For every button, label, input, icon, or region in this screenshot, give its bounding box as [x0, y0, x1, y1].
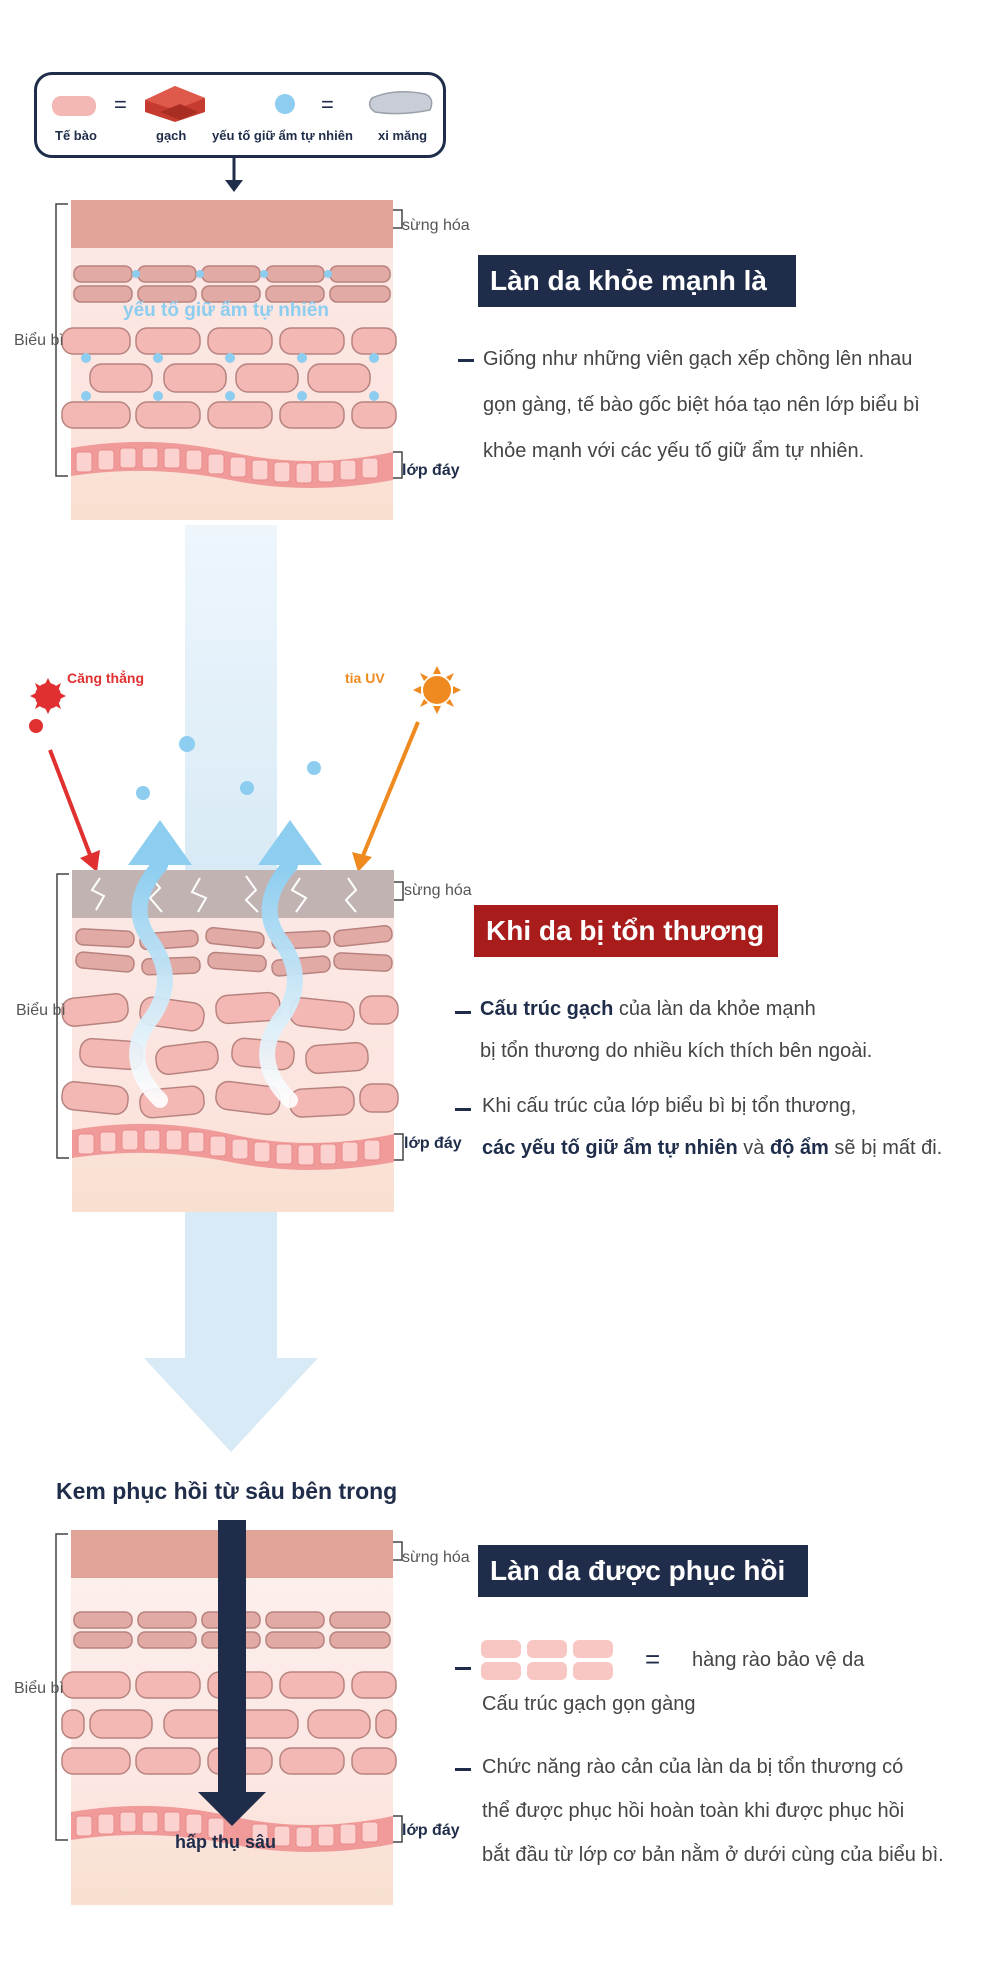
uv-label: tia UV [345, 670, 385, 686]
restored-basal-bracket [393, 1815, 403, 1843]
legend-graphics [52, 86, 433, 192]
barrier-equals: = [645, 1644, 661, 1674]
healthy-description: Giống như những viên gạch xếp chồng lên … [483, 336, 983, 474]
damaged-skin-diagram [29, 666, 461, 1212]
healthy-line-3: khỏe mạnh với các yếu tố giữ ẩm tự nhiên… [483, 440, 865, 462]
restored-line-1: Chức năng rào cản của làn da bị tổn thươ… [482, 1756, 904, 1778]
restored-basal-layer [71, 1805, 393, 1852]
healthy-stratum-label: sừng hóa [402, 217, 470, 234]
damaged-cell-rows [75, 924, 393, 977]
restored-basal-label: lớp đáy [402, 1822, 460, 1839]
healthy-stratum-layer [71, 200, 393, 248]
uv-sun-icon [413, 666, 461, 714]
healthy-dash [458, 359, 474, 362]
legend-equals-2: = [321, 92, 334, 117]
damaged-stratum-label: sừng hóa [404, 882, 472, 899]
healthy-skin-diagram [55, 200, 403, 520]
damaged-dash-1 [455, 1011, 471, 1014]
damaged-stratum-layer [72, 870, 394, 918]
damaged-heading: Khi da bị tổn thương [474, 905, 778, 957]
restored-dash-2 [455, 1768, 471, 1771]
damaged-p1-line-1: Cấu trúc gạch của làn da khỏe mạnh [480, 988, 990, 1030]
restored-epidermis-label: Biểu bì [14, 1680, 64, 1697]
healthy-basal-layer [71, 441, 393, 488]
restored-stratum-bracket [393, 1541, 403, 1561]
legend-cell-label: Tế bào [55, 128, 97, 143]
stress-icon [29, 678, 66, 733]
damaged-stratum-bracket [394, 881, 404, 901]
damaged-p1-rest: của làn da khỏe mạnh [613, 998, 816, 1020]
healthy-epidermis-bracket [55, 203, 68, 477]
stress-arrow [48, 749, 94, 861]
damaged-cells [61, 991, 399, 1119]
damaged-basal-label: lớp đáy [404, 1135, 462, 1152]
healthy-moisture-dots [81, 270, 379, 401]
damaged-description-2: Khi cấu trúc của lớp biểu bì bị tổn thươ… [482, 1085, 1000, 1169]
stress-label: Căng thẳng [67, 670, 144, 686]
moisture-loss-arrows [128, 820, 322, 1108]
healthy-basal-bracket [393, 451, 403, 479]
flow-band-1 [185, 525, 277, 875]
restored-heading: Làn da được phục hồi [478, 1545, 808, 1597]
healthy-epidermis-label: Biểu bì [14, 332, 64, 349]
healthy-cell-rows [73, 265, 391, 303]
moisture-bold: độ ẩm [769, 1137, 829, 1159]
brick-structure-bold: Cấu trúc gạch [480, 998, 614, 1020]
restored-skin-diagram [55, 1520, 403, 1905]
escaping-moisture-dots [136, 736, 321, 800]
legend-moisture-icon [275, 94, 295, 114]
legend-nmf-label: yếu tố giữ ẩm tự nhiên [212, 128, 353, 143]
legend-cement-label: xi măng [378, 128, 428, 143]
restored-stratum-label: sừng hóa [402, 1549, 470, 1566]
uv-arrow [360, 721, 420, 859]
barrier-icon [481, 1640, 613, 1680]
damaged-description-1: Cấu trúc gạch của làn da khỏe mạnh bị tổ… [480, 988, 990, 1072]
damaged-p2-rest: sẽ bị mất đi. [828, 1137, 943, 1159]
restored-dash-1 [455, 1667, 471, 1670]
damaged-epidermis-bracket [56, 873, 69, 1159]
nmf-bold: các yếu tố giữ ẩm tự nhiên [482, 1137, 738, 1159]
deep-absorption-arrow [198, 1520, 266, 1826]
legend-brick-label: gạch [156, 128, 187, 143]
absorb-label: hấp thụ sâu [175, 1832, 277, 1852]
restored-epidermis-bracket [55, 1533, 68, 1841]
damaged-basal-layer [72, 1123, 394, 1170]
healthy-line-1: Giống như những viên gạch xếp chồng lên … [483, 348, 913, 370]
restore-title: Kem phục hồi từ sâu bên trong [56, 1478, 398, 1504]
restored-line-2: thể được phục hồi hoàn toàn khi được phụ… [482, 1800, 905, 1822]
damaged-p2-line-2: các yếu tố giữ ẩm tự nhiên và độ ẩm sẽ b… [482, 1127, 1000, 1169]
damaged-dash-2 [455, 1108, 471, 1111]
damaged-epidermis-label: Biểu bì [16, 1002, 66, 1019]
barrier-label: hàng rào bảo vệ da [692, 1649, 865, 1671]
legend-brick-icon [145, 86, 205, 122]
healthy-basal-label: lớp đáy [402, 462, 460, 479]
healthy-heading: Làn da khỏe mạnh là [478, 255, 796, 307]
barrier-line-2: Cấu trúc gạch gọn gàng [482, 1693, 696, 1715]
healthy-stratum-bracket [393, 209, 403, 229]
restored-line-3: bắt đầu từ lớp cơ bản nằm ở dưới cùng củ… [482, 1844, 944, 1866]
healthy-line-2: gọn gàng, tế bào gốc biệt hóa tạo nên lớ… [483, 394, 920, 416]
legend-cement-icon [368, 91, 433, 115]
flow-arrow-down [144, 1210, 318, 1452]
legend-cell-icon [52, 96, 96, 116]
healthy-nmf-label: yếu tố giữ ẩm tự nhiên [123, 300, 329, 321]
damaged-p2-mid: và [737, 1137, 770, 1159]
legend-equals-1: = [114, 92, 127, 117]
damaged-p1-line-2: bị tổn thương do nhiều kích thích bên ng… [480, 1040, 873, 1062]
damaged-basal-bracket [394, 1133, 404, 1161]
restored-description: Chức năng rào cản của làn da bị tổn thươ… [482, 1745, 997, 1877]
legend-box [34, 72, 446, 158]
stratum-cracks [90, 875, 358, 913]
damaged-p2-line-1: Khi cấu trúc của lớp biểu bì bị tổn thươ… [482, 1095, 857, 1117]
